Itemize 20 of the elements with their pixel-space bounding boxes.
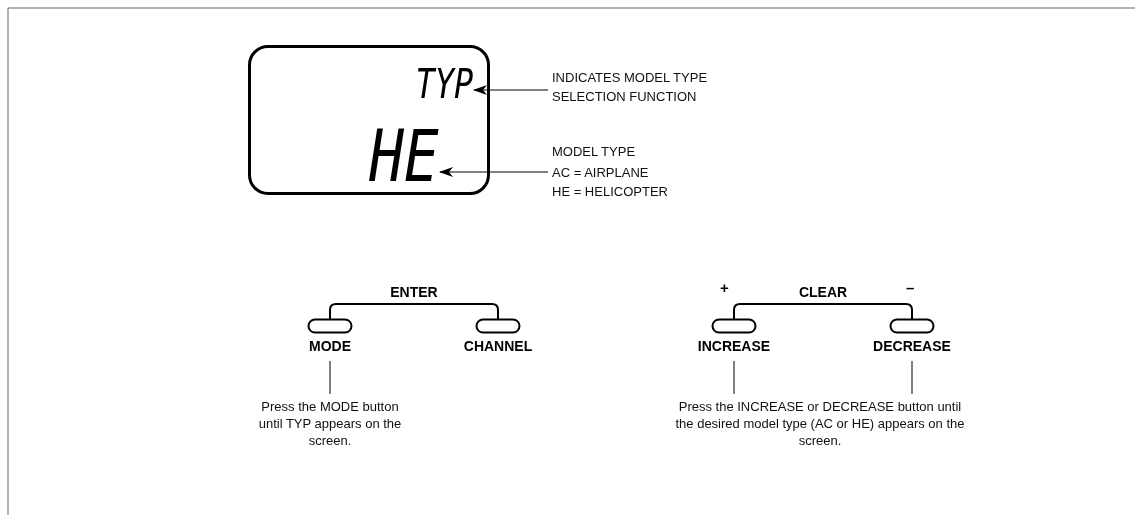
annotation-heading: INDICATES MODEL TYPE SELECTION FUNCTION bbox=[552, 69, 709, 106]
annotation-text: HE = HELICOPTER bbox=[552, 183, 669, 201]
key-function-sign: – bbox=[906, 279, 915, 296]
lcd-segment-text: HE bbox=[369, 120, 439, 192]
leader-line bbox=[439, 167, 549, 177]
button-label: MODE bbox=[309, 338, 351, 354]
leader-line bbox=[733, 360, 735, 395]
lcd-segment-text: TYP bbox=[415, 64, 473, 104]
lcd-screen bbox=[248, 45, 490, 195]
leader-line bbox=[911, 360, 913, 395]
annotation-heading: MODEL TYPE bbox=[552, 143, 637, 161]
key-function-sign: + bbox=[720, 279, 729, 296]
button-label: INCREASE bbox=[697, 338, 771, 354]
leader-line bbox=[329, 360, 331, 395]
button-label: DECREASE bbox=[873, 338, 951, 354]
leader-line bbox=[473, 85, 549, 95]
instruction-text: Press the INCREASE or DECREASE button until the desired model type (AC or HE) appears on the screen. bbox=[674, 398, 966, 449]
annotation-text: AC = AIRPLANE bbox=[552, 164, 650, 182]
button-label: CHANNEL bbox=[463, 338, 533, 354]
instruction-text: Press the MODE button until TYP appears on the screen. bbox=[257, 398, 403, 449]
